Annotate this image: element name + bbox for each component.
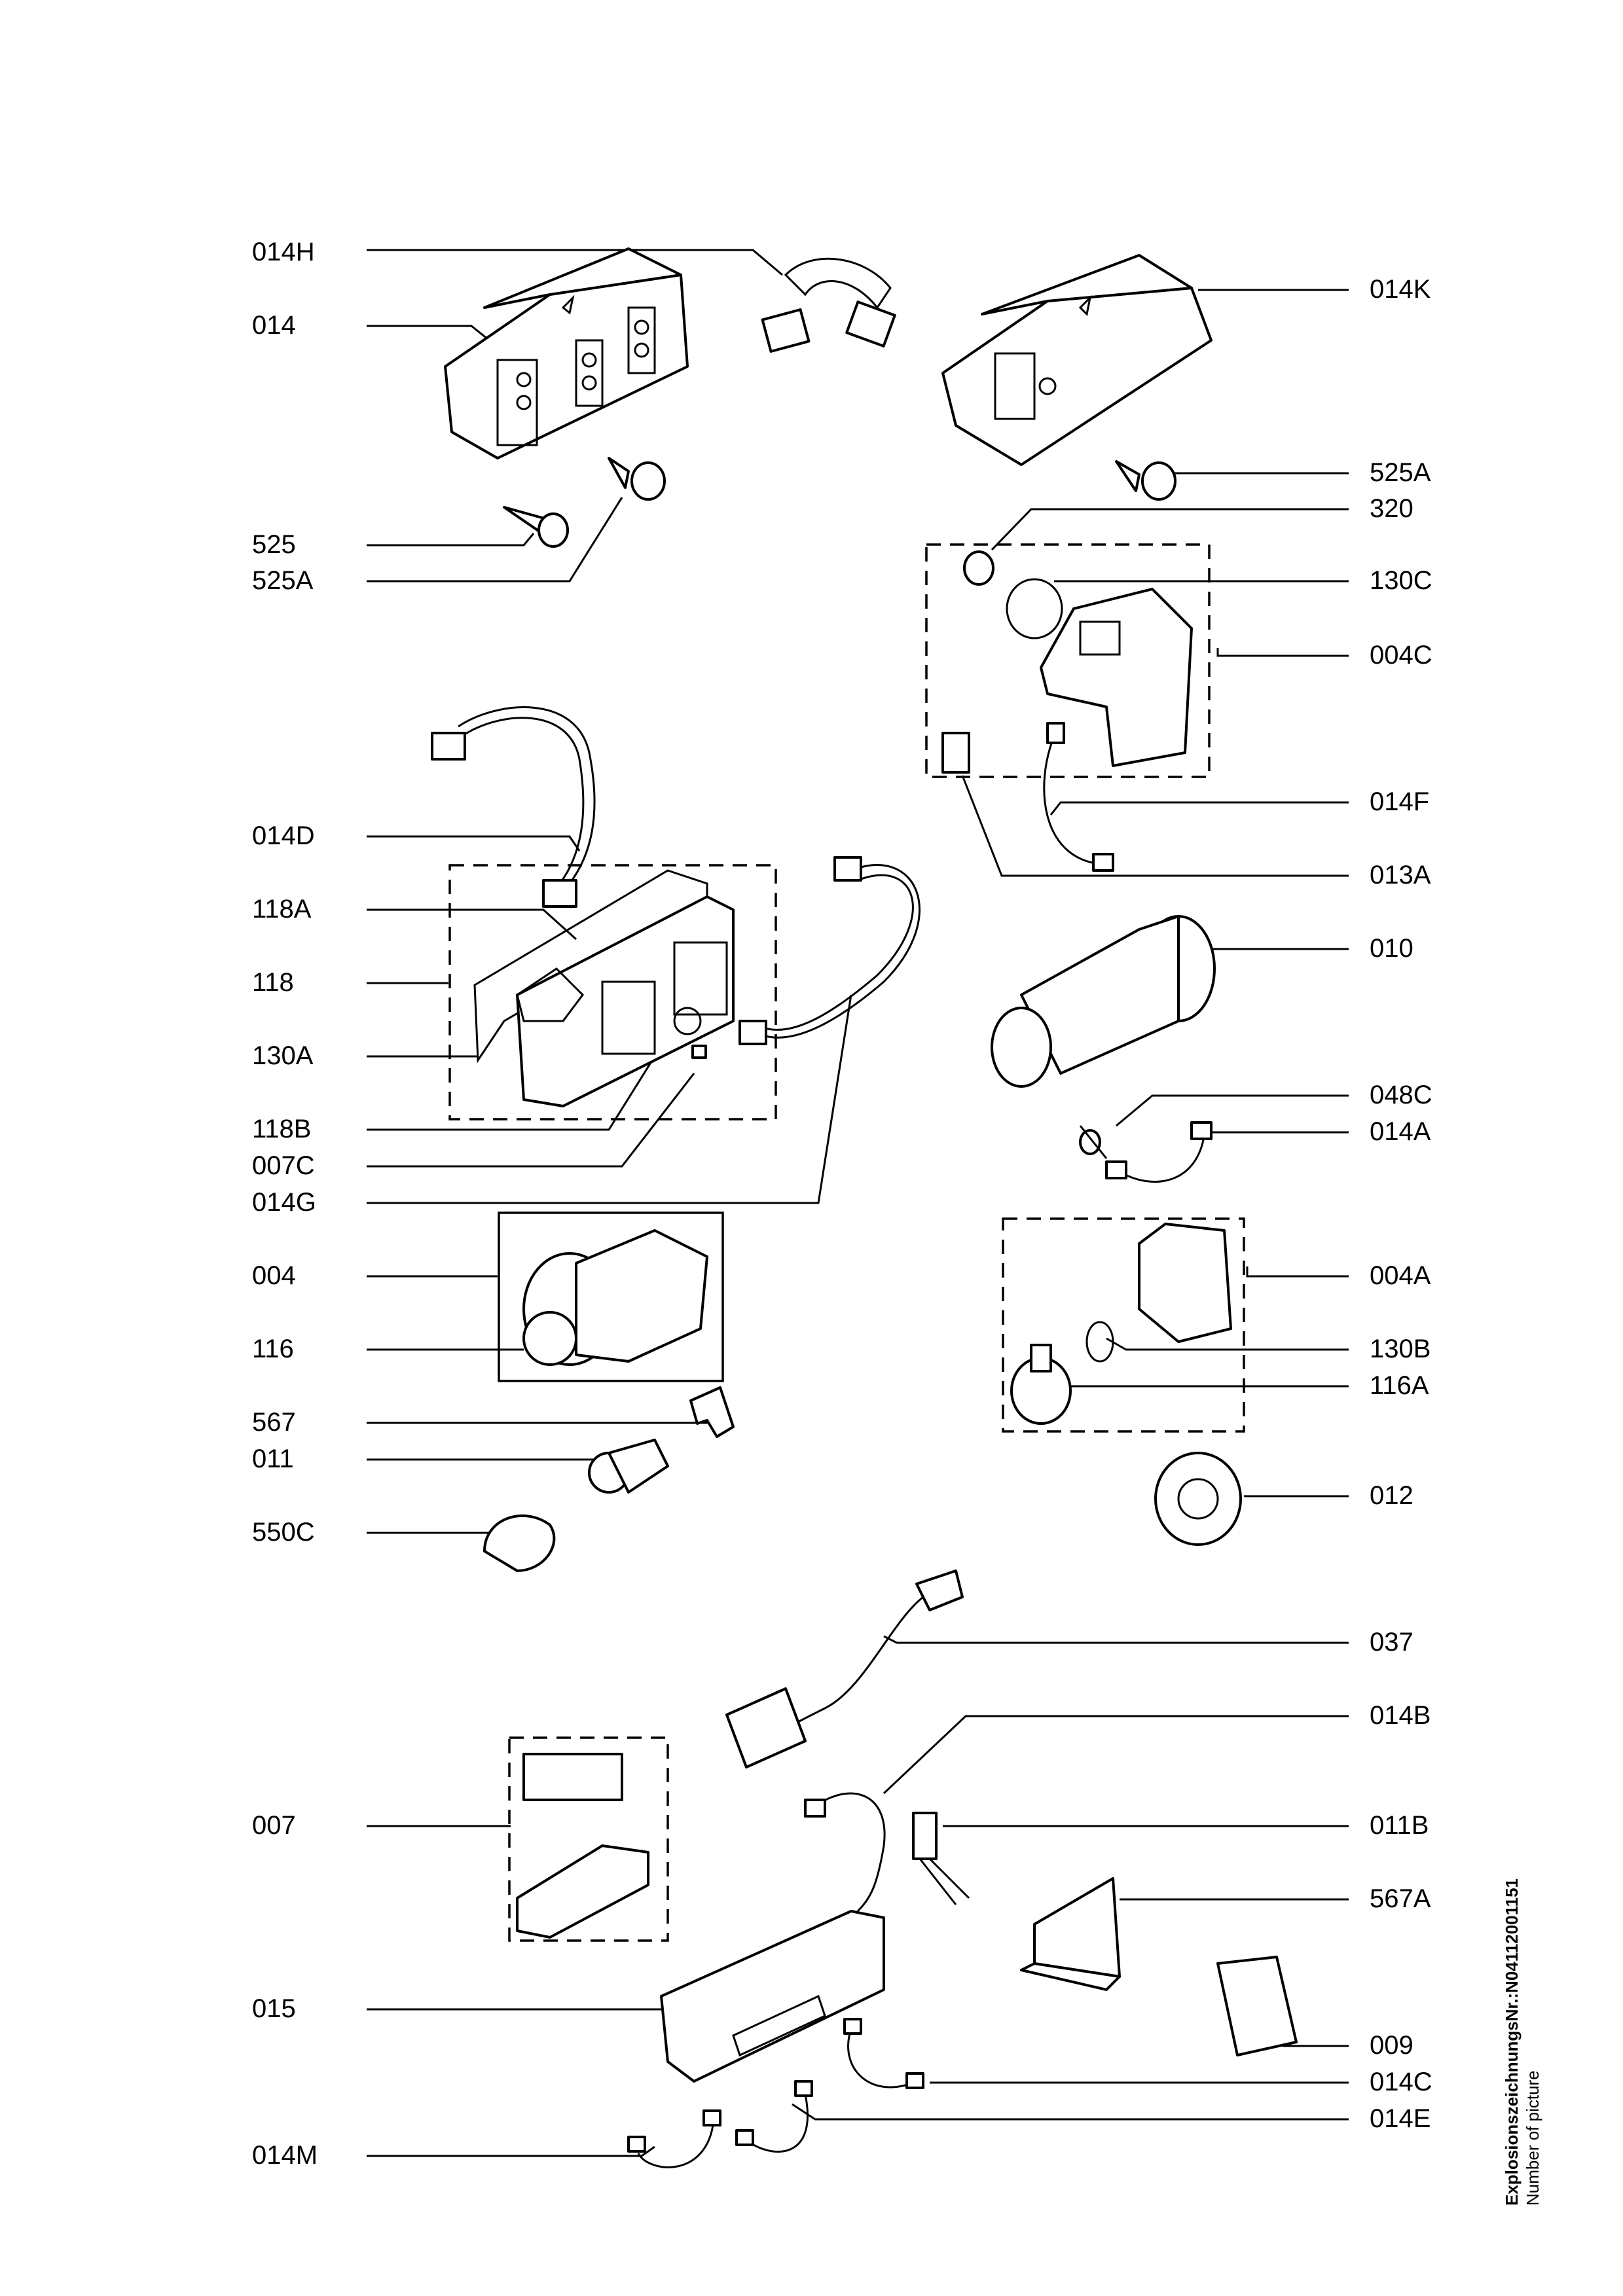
cable-014E <box>735 2080 813 2153</box>
label-567: 567 <box>252 1408 296 1437</box>
label-014: 014 <box>252 311 296 340</box>
label-525A-right: 525A <box>1370 458 1431 487</box>
knob-525A-right <box>1115 460 1176 501</box>
label-118B: 118B <box>252 1115 311 1143</box>
group-frame-004C <box>925 543 1211 778</box>
label-130C: 130C <box>1370 566 1432 595</box>
relay-009 <box>1216 1956 1298 2056</box>
switch-007 <box>516 1753 649 1939</box>
group-frame-004 <box>498 1211 724 1382</box>
label-009: 009 <box>1370 2031 1413 2060</box>
heater-010 <box>991 915 1216 1088</box>
label-012: 012 <box>1370 1481 1413 1510</box>
cable-014A <box>1105 1121 1213 1183</box>
label-014F: 014F <box>1370 787 1429 816</box>
bracket-567A <box>1020 1877 1121 1991</box>
label-567A: 567A <box>1370 1884 1431 1913</box>
pump-004 <box>522 1229 708 1366</box>
knob-525 <box>503 506 569 548</box>
programmer-module-014K <box>941 254 1213 466</box>
label-007: 007 <box>252 1811 296 1840</box>
label-048C: 048C <box>1370 1081 1432 1109</box>
label-004A: 004A <box>1370 1261 1431 1290</box>
label-130B: 130B <box>1370 1335 1431 1363</box>
label-525: 525 <box>252 530 296 559</box>
label-014D: 014D <box>252 821 315 850</box>
capacitor-011B <box>912 1812 970 1905</box>
label-004C: 004C <box>1370 641 1432 670</box>
cable-014G <box>739 856 921 1045</box>
leader-lines-right <box>792 289 1349 2121</box>
group-frame-007 <box>508 1736 669 1942</box>
control-housing-015 <box>660 1910 885 2083</box>
clip-567 <box>689 1386 735 1438</box>
side-subtitle: Number of picture <box>1523 2070 1542 2206</box>
cable-014D <box>431 706 596 908</box>
label-037: 037 <box>1370 1628 1413 1657</box>
label-550C: 550C <box>252 1518 315 1547</box>
side-title: ExplosionszeichnungsNr.:N04112001151 <box>1502 1878 1522 2206</box>
cable-014M <box>627 2109 721 2168</box>
label-014K: 014K <box>1370 275 1431 304</box>
label-014G: 014G <box>252 1188 316 1217</box>
dispenser-118 <box>516 895 735 1107</box>
power-cord-037 <box>725 1570 964 1768</box>
clip-007C <box>691 1045 707 1059</box>
label-118: 118 <box>252 968 294 997</box>
pump-004A <box>1138 1223 1232 1343</box>
label-116: 116 <box>252 1335 294 1363</box>
cable-014B <box>804 1792 886 1912</box>
label-116A: 116A <box>1370 1371 1429 1400</box>
label-014H: 014H <box>252 238 315 266</box>
inlet-116A <box>1010 1344 1072 1425</box>
label-130A: 130A <box>252 1041 314 1070</box>
label-004: 004 <box>252 1261 296 1290</box>
group-frame-118 <box>448 864 777 1121</box>
label-015: 015 <box>252 1994 296 2023</box>
housing-004C <box>1040 588 1193 767</box>
label-014C: 014C <box>1370 2068 1432 2096</box>
label-014M: 014M <box>252 2141 318 2170</box>
cable-harness-014H <box>761 257 896 353</box>
cap-550C <box>483 1514 556 1572</box>
label-007C: 007C <box>252 1151 315 1180</box>
label-118A: 118A <box>252 895 312 924</box>
ring-130B <box>1085 1321 1114 1363</box>
label-011B: 011B <box>1370 1811 1429 1840</box>
seal-320 <box>963 550 994 586</box>
label-010: 010 <box>1370 934 1413 963</box>
ring-130C <box>1006 578 1063 639</box>
label-525A-left: 525A <box>252 566 314 595</box>
label-014E: 014E <box>1370 2104 1431 2133</box>
group-frame-004A <box>1002 1217 1245 1433</box>
capacitor-011 <box>588 1439 669 1494</box>
sensor-048C <box>1079 1125 1108 1159</box>
label-320: 320 <box>1370 494 1413 523</box>
cable-014C <box>843 2018 924 2089</box>
label-014A: 014A <box>1370 1117 1431 1146</box>
pressure-switch-012 <box>1154 1452 1242 1546</box>
label-014B: 014B <box>1370 1701 1431 1730</box>
programmer-module-014 <box>444 247 689 459</box>
label-011: 011 <box>252 1444 294 1473</box>
knob-525A-left <box>608 457 666 501</box>
label-013A: 013A <box>1370 861 1431 889</box>
cable-014F <box>1043 722 1114 872</box>
sensor-013A <box>941 732 970 774</box>
